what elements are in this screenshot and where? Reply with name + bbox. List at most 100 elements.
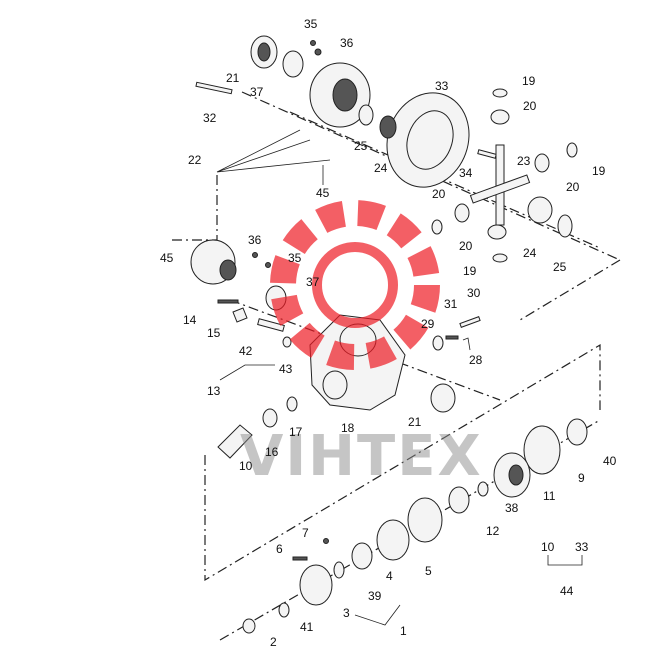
pinion-washer-19-bottom xyxy=(492,253,508,263)
callout-2: 2 xyxy=(270,635,277,649)
seal-40 xyxy=(566,418,588,446)
shim-38 xyxy=(477,481,489,497)
watermark-gear-icon xyxy=(270,200,440,370)
cover-4 xyxy=(376,519,410,561)
pinion-washer-19-left xyxy=(431,219,443,235)
callout-18: 18 xyxy=(341,421,355,435)
callout-15: 15 xyxy=(207,326,221,340)
watermark-logo: VIHTEX xyxy=(240,200,483,489)
pinion-shaft-10 xyxy=(217,424,253,459)
callout-40: 40 xyxy=(603,454,617,468)
differential-case-lower-hub xyxy=(219,259,237,281)
bolt-6 xyxy=(292,556,308,561)
side-gear-24 xyxy=(379,115,397,139)
callout-29: 29 xyxy=(421,317,435,331)
callout-17: 17 xyxy=(289,425,303,439)
callout-28: 28 xyxy=(469,353,483,367)
nut-36 xyxy=(314,48,322,56)
callout-20-bottom: 20 xyxy=(459,239,473,253)
pinion-gear-20-right xyxy=(534,153,550,173)
callout-19-right: 19 xyxy=(592,164,606,178)
callout-12: 12 xyxy=(486,524,500,538)
callout-34: 34 xyxy=(459,166,473,180)
callout-20-left: 20 xyxy=(432,187,446,201)
lock-pin-28 xyxy=(462,337,471,351)
bolt-30 xyxy=(459,316,481,328)
thrust-washer-25 xyxy=(358,104,374,126)
callout-19-top: 19 xyxy=(522,74,536,88)
gasket-9 xyxy=(523,425,561,475)
watermark-gear-core xyxy=(312,242,398,328)
adjusting-nut-29 xyxy=(432,335,444,351)
callout-23: 23 xyxy=(517,154,531,168)
assembly-line-right xyxy=(519,259,621,321)
spider-cross-23-arm xyxy=(469,174,531,204)
bolt-34 xyxy=(477,149,497,159)
callout-31: 31 xyxy=(444,297,458,311)
callout-20-top: 20 xyxy=(523,99,537,113)
watermark-text: VIHTEX xyxy=(240,424,483,489)
companion-flange xyxy=(299,564,333,606)
callout-24-right: 24 xyxy=(523,246,537,260)
washer-41 xyxy=(278,602,290,618)
callout-11: 11 xyxy=(543,489,556,503)
bearing-37 xyxy=(282,50,304,78)
bearing-16 xyxy=(262,408,278,428)
flange-3 xyxy=(333,561,345,579)
bolt-14 xyxy=(217,299,239,304)
callout-21: 21 xyxy=(226,71,240,85)
callout-21-lower: 21 xyxy=(408,415,422,429)
callout-33: 33 xyxy=(435,79,449,93)
callout-35-lower: 35 xyxy=(288,251,302,265)
callout-25-right: 25 xyxy=(553,260,567,274)
callout-24: 24 xyxy=(374,161,388,175)
callout-37-lower: 37 xyxy=(306,275,320,289)
callout-32: 32 xyxy=(203,111,217,125)
callout-16: 16 xyxy=(265,445,279,459)
callout-5: 5 xyxy=(425,564,432,578)
callout-33-legend: 33 xyxy=(575,540,589,554)
seal-39 xyxy=(351,542,373,570)
pinion-gear-20-top xyxy=(490,109,510,125)
leader-22 xyxy=(216,129,331,173)
o-ring-43 xyxy=(282,336,292,348)
callout-30: 30 xyxy=(467,286,481,300)
seal-ring-21-lower xyxy=(430,383,456,413)
callout-10-legend: 10 xyxy=(541,540,555,554)
callout-1: 1 xyxy=(400,624,407,638)
bearing-cage-11-bore xyxy=(508,464,524,486)
assembly-line-lower xyxy=(204,343,601,582)
callout-6: 6 xyxy=(276,542,283,556)
callout-43: 43 xyxy=(279,362,293,376)
callout-3: 3 xyxy=(343,606,350,620)
ring-gear-33-inner xyxy=(406,110,454,170)
ring-17 xyxy=(286,396,298,412)
callout-10: 10 xyxy=(239,459,253,473)
callout-9: 9 xyxy=(578,471,585,485)
callout-45-lower: 45 xyxy=(160,251,174,265)
gasket-5 xyxy=(407,497,443,543)
callout-22: 22 xyxy=(188,153,202,167)
washer-7 xyxy=(323,538,329,544)
washer-35 xyxy=(310,40,316,46)
leader-13 xyxy=(219,364,275,381)
callout-25: 25 xyxy=(354,139,368,153)
thrust-washer-25-right xyxy=(557,214,573,238)
callout-38: 38 xyxy=(505,501,519,515)
seal-ring-21-inner xyxy=(257,42,271,62)
callout-14: 14 xyxy=(183,313,197,327)
side-gear-24-right xyxy=(527,196,553,224)
callout-41: 41 xyxy=(300,620,314,634)
pinion-gear-20-bottom xyxy=(487,224,507,240)
callout-7: 7 xyxy=(302,526,309,540)
callout-20-right: 20 xyxy=(566,180,580,194)
callout-42: 42 xyxy=(239,344,253,358)
callout-13: 13 xyxy=(207,384,221,398)
callout-36: 36 xyxy=(340,36,354,50)
pinion-washer-19-top xyxy=(492,88,508,98)
callout-37: 37 xyxy=(250,85,264,99)
bolt-31 xyxy=(445,335,459,340)
nut-36-lower xyxy=(252,252,258,258)
